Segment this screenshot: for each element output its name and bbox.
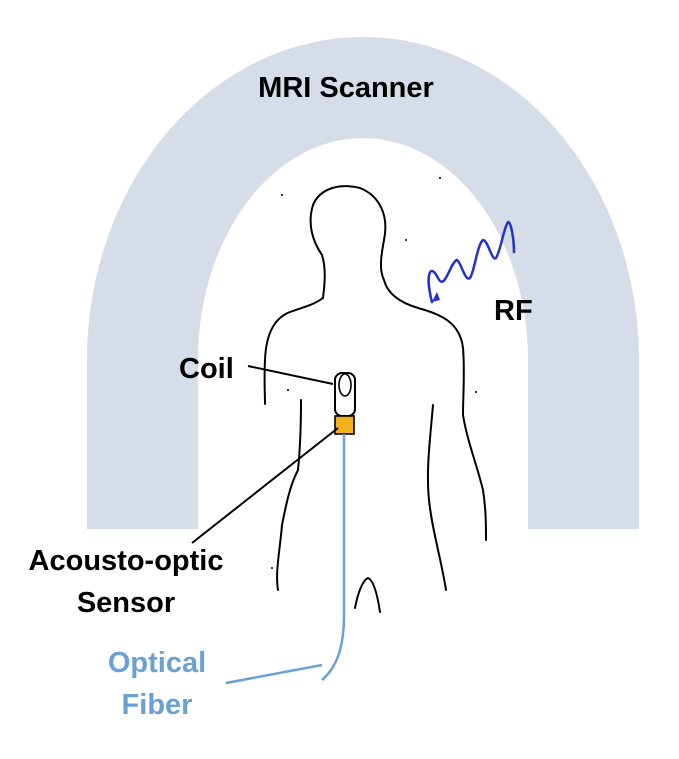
fiber-label-line1: Optical (108, 647, 206, 679)
fiber-label-line2: Fiber (122, 689, 193, 721)
sensor-leader-line (191, 427, 339, 544)
acousto-optic-sensor (334, 415, 355, 435)
sensor-label-line2: Sensor (77, 587, 175, 619)
coil-label: Coil (179, 353, 234, 385)
coil-leader-line (247, 365, 334, 385)
mri-scanner-label: MRI Scanner (258, 72, 434, 104)
rf-label: RF (494, 295, 533, 327)
optical-fiber (321, 434, 346, 681)
coil (334, 372, 356, 417)
fiber-leader-line (225, 663, 323, 685)
sensor-label-line1: Acousto-optic (29, 545, 224, 577)
rf-arrow-head (432, 292, 440, 302)
rf-wave (427, 220, 516, 304)
mri-scanner-arch (87, 37, 639, 529)
human-silhouette (263, 177, 487, 613)
